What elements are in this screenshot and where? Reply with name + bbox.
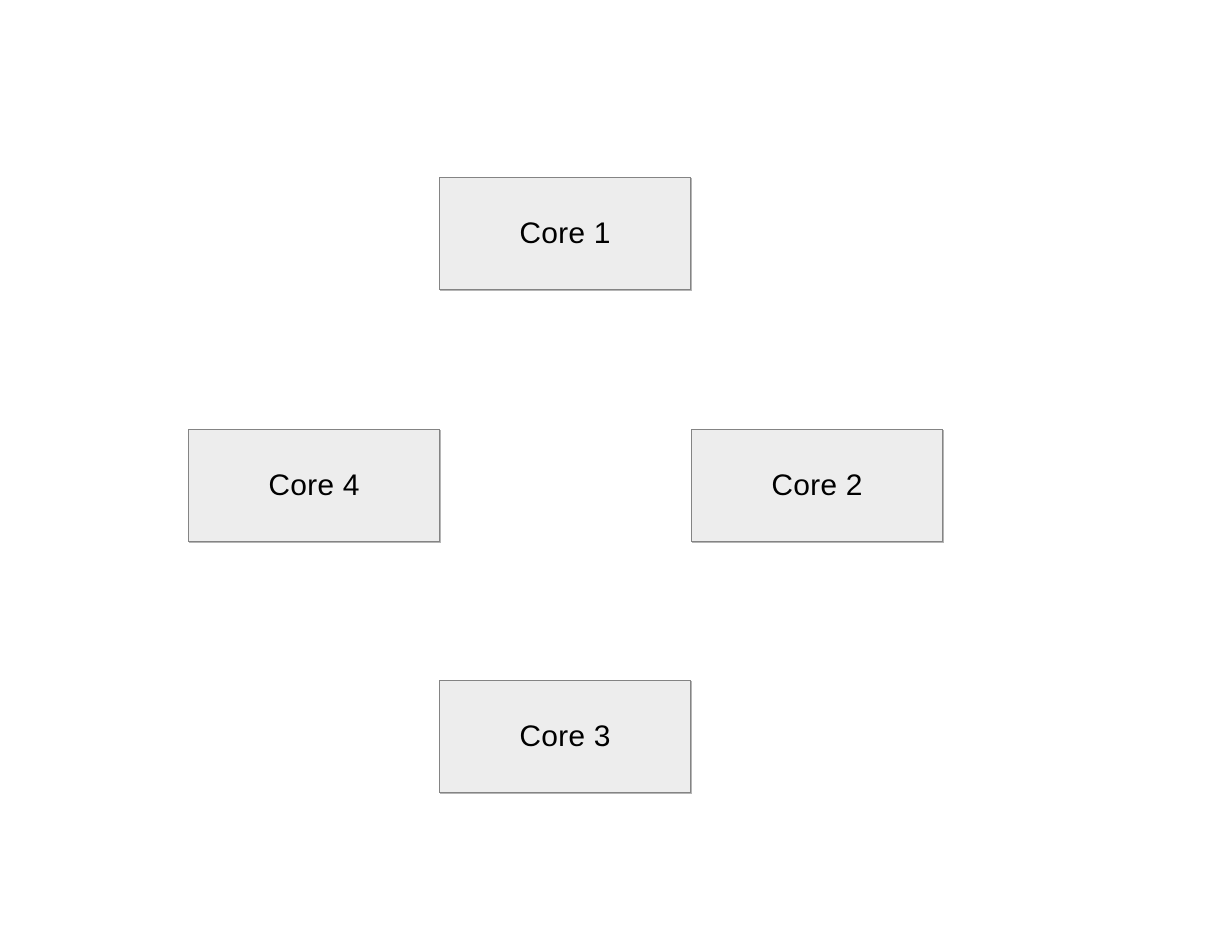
diagram-node-label: Core 1 — [519, 216, 611, 250]
diagram-node-label: Core 2 — [771, 468, 863, 502]
diagram-node-label: Core 4 — [268, 468, 360, 502]
diagram-node-core-3[interactable]: Core 3 — [439, 680, 691, 793]
diagram-node-core-2[interactable]: Core 2 — [691, 429, 943, 542]
diagram-node-label: Core 3 — [519, 719, 611, 753]
diagram-node-core-4[interactable]: Core 4 — [188, 429, 440, 542]
diagram-node-core-1[interactable]: Core 1 — [439, 177, 691, 290]
